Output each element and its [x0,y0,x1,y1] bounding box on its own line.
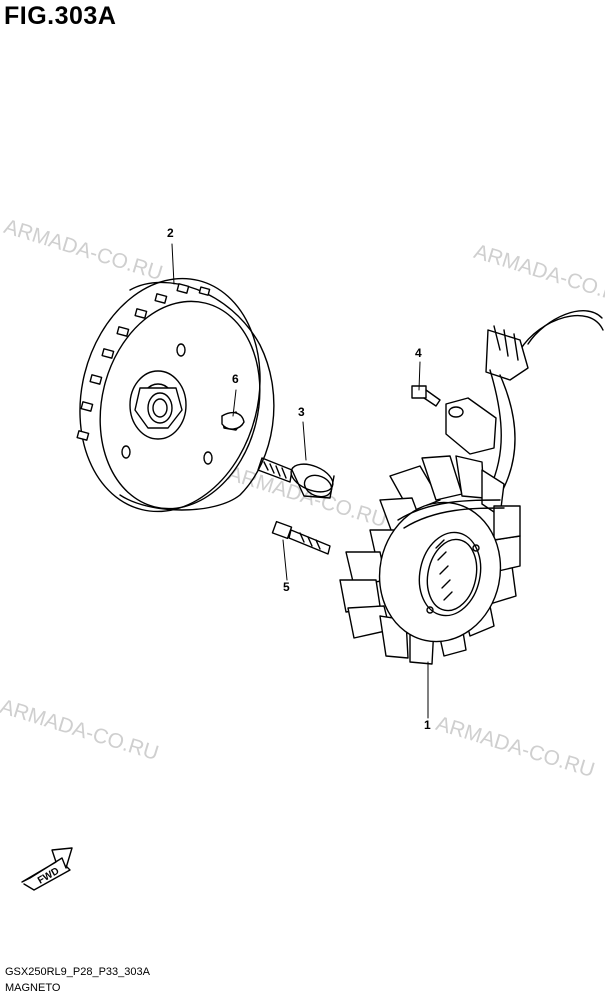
figure-name: MAGNETO [5,982,61,994]
callout-part-1: 1 [424,718,431,732]
rotor-key [221,411,245,430]
callout-part-6: 6 [232,372,239,386]
callout-part-3: 3 [298,405,305,419]
fwd-arrow-badge [21,847,73,891]
callout-part-2: 2 [167,226,174,240]
stator-assembly [339,310,604,665]
callout-part-5: 5 [283,580,290,594]
callout-part-4: 4 [415,346,422,360]
fwd-label: FWD [36,866,61,887]
drawing-code: GSX250RL9_P28_P33_303A [5,966,150,978]
leader-lines [171,243,429,719]
rotor-bolt [257,457,335,499]
rotor-flywheel [76,277,275,513]
stator-screw [271,520,331,555]
clamp-screw [411,385,441,407]
figure-title: FIG.303A [4,2,117,30]
